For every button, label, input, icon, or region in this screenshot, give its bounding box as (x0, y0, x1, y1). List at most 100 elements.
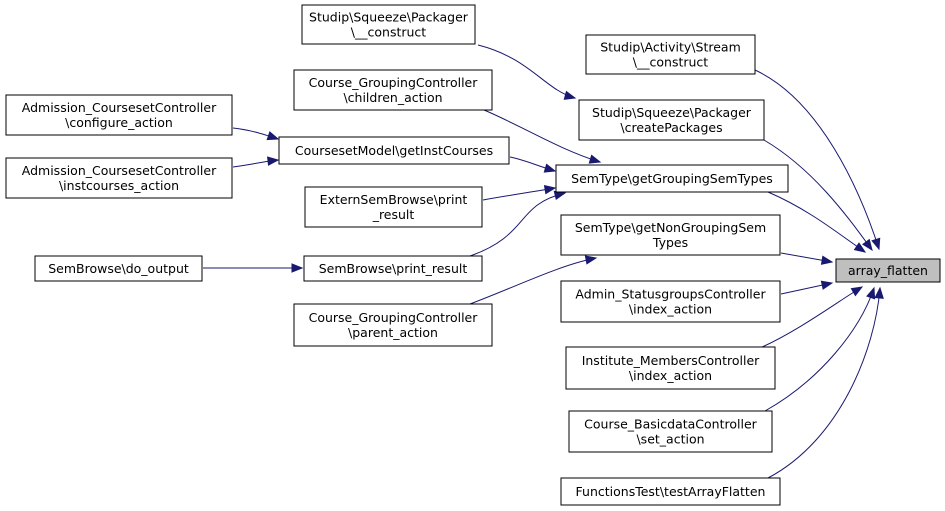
node-label: \set_action (636, 432, 704, 447)
node-admission_configure[interactable]: Admission_CoursesetController\configure_… (5, 94, 233, 136)
edge-admission_configure-to-courseset_getinstcourses (232, 127, 280, 141)
node-label: Admin_StatusgroupsController (575, 287, 766, 302)
edge-activity_stream_construct-to-array_flatten (754, 69, 881, 251)
edge-packager_createpackages-to-array_flatten (763, 139, 873, 252)
edge-admin_statusgroups_index-to-array_flatten (780, 280, 834, 295)
node-label: Course_BasicdataController (584, 417, 757, 432)
node-box[interactable] (5, 94, 233, 136)
node-admin_statusgroups_index[interactable]: Admin_StatusgroupsController\index_actio… (560, 280, 781, 323)
node-box[interactable] (5, 157, 233, 199)
edge-layer (203, 44, 884, 479)
edge-basicdata_set-to-array_flatten (764, 286, 876, 412)
node-label: FunctionsTest\testArrayFlatten (576, 484, 766, 499)
edge-line (477, 44, 576, 99)
edge-courseset_getinstcourses-to-semtype_getgrouping (509, 156, 557, 173)
node-label: \__construct (633, 55, 709, 70)
node-grouping_children[interactable]: Course_GroupingController\children_actio… (293, 69, 493, 111)
edge-semtype_getnongrouping-to-array_flatten (780, 252, 834, 265)
node-basicdata_set[interactable]: Course_BasicdataController\set_action (568, 410, 773, 453)
edge-line (764, 287, 875, 412)
edge-packager_construct-to-packager_createpackages (477, 44, 577, 100)
node-activity_stream_construct[interactable]: Studip\Activity\Stream\__construct (585, 34, 756, 75)
node-label: SemBrowse\do_output (48, 261, 189, 276)
node-courseset_getinstcourses[interactable]: CoursesetModel\getInstCourses (278, 136, 510, 165)
node-label: \index_action (629, 302, 712, 317)
edge-grouping_parent-to-semtype_getnongrouping (469, 255, 598, 305)
arrowhead (871, 237, 881, 251)
node-packager_createpackages[interactable]: Studip\Squeeze\Packager\createPackages (578, 99, 765, 141)
node-semtype_getgrouping[interactable]: SemType\getGroupingSemTypes (555, 164, 789, 193)
arrowhead (553, 190, 567, 201)
node-label: Admission_CoursesetController (22, 163, 217, 178)
node-label: \instcourses_action (59, 178, 179, 193)
node-label: Course_GroupingController (309, 310, 479, 325)
node-box[interactable] (555, 164, 789, 193)
node-grouping_parent[interactable]: Course_GroupingController\parent_action (293, 303, 493, 347)
node-label: Studip\Squeeze\Packager (309, 10, 469, 25)
node-box[interactable] (565, 346, 776, 390)
arrowhead (820, 280, 834, 290)
node-packager_construct[interactable]: Studip\Squeeze\Packager\__construct (301, 4, 476, 45)
node-label: SemType\getNonGroupingSem (575, 220, 766, 235)
edge-grouping_children-to-semtype_getgrouping (483, 109, 602, 164)
node-label: _result (372, 207, 415, 222)
node-functionstest_flatten[interactable]: FunctionsTest\testArrayFlatten (560, 477, 781, 506)
node-layer: array_flattenStudip\Squeeze\Packager\__c… (5, 4, 941, 506)
node-externsembrowse_print[interactable]: ExternSemBrowse\print_result (304, 186, 483, 228)
arrowhead (850, 286, 864, 297)
node-box[interactable] (560, 477, 781, 506)
node-box[interactable] (560, 214, 781, 256)
arrowhead (584, 255, 598, 265)
node-box[interactable] (293, 69, 493, 111)
node-label: \createPackages (620, 120, 722, 135)
node-institute_members_index[interactable]: Institute_MembersController\index_action (565, 346, 776, 390)
arrowhead (563, 90, 577, 100)
node-box[interactable] (578, 99, 765, 141)
node-sembrowse_print[interactable]: SemBrowse\print_result (303, 255, 483, 282)
node-box[interactable] (585, 34, 756, 75)
node-box[interactable] (835, 258, 941, 283)
edge-line (763, 139, 873, 251)
node-label: SemType\getGroupingSemTypes (571, 171, 773, 186)
edge-semtype_getgrouping-to-array_flatten (767, 191, 867, 253)
edge-externsembrowse_print-to-semtype_getgrouping (482, 185, 557, 201)
node-label: \parent_action (348, 325, 438, 340)
node-box[interactable] (304, 186, 483, 228)
arrowhead (874, 286, 884, 299)
edge-functionstest_flatten-to-array_flatten (767, 286, 884, 479)
node-label: Studip\Activity\Stream (600, 40, 741, 55)
node-label: \index_action (629, 368, 712, 383)
arrowhead (853, 242, 867, 253)
node-box[interactable] (293, 303, 493, 347)
arrowhead (820, 255, 834, 265)
node-label: Types (652, 235, 688, 250)
node-label: array_flatten (848, 263, 928, 278)
arrowhead (588, 154, 602, 164)
node-box[interactable] (301, 4, 476, 45)
edge-line (767, 287, 881, 479)
arrowhead (291, 263, 304, 273)
edge-institute_members_index-to-array_flatten (759, 286, 864, 349)
node-label: Course_GroupingController (309, 75, 479, 90)
edge-admission_instcourses-to-courseset_getinstcourses (232, 156, 280, 168)
node-box[interactable] (34, 255, 203, 282)
edge-line (469, 192, 566, 257)
node-label: CoursesetModel\getInstCourses (295, 143, 493, 158)
node-label: Studip\Squeeze\Packager (592, 105, 752, 120)
node-box[interactable] (303, 255, 483, 282)
arrowhead (543, 185, 557, 195)
arrowhead (267, 156, 280, 166)
node-admission_instcourses[interactable]: Admission_CoursesetController\instcourse… (5, 157, 233, 199)
node-label: \__construct (351, 25, 427, 40)
node-box[interactable] (560, 280, 781, 323)
edge-line (754, 69, 880, 250)
node-box[interactable] (278, 136, 510, 165)
edge-line (483, 109, 601, 163)
node-label: ExternSemBrowse\print (320, 192, 468, 207)
node-array_flatten[interactable]: array_flatten (835, 258, 941, 283)
node-box[interactable] (568, 410, 773, 453)
node-label: \children_action (343, 90, 442, 105)
node-sembrowse_do_output[interactable]: SemBrowse\do_output (34, 255, 203, 282)
